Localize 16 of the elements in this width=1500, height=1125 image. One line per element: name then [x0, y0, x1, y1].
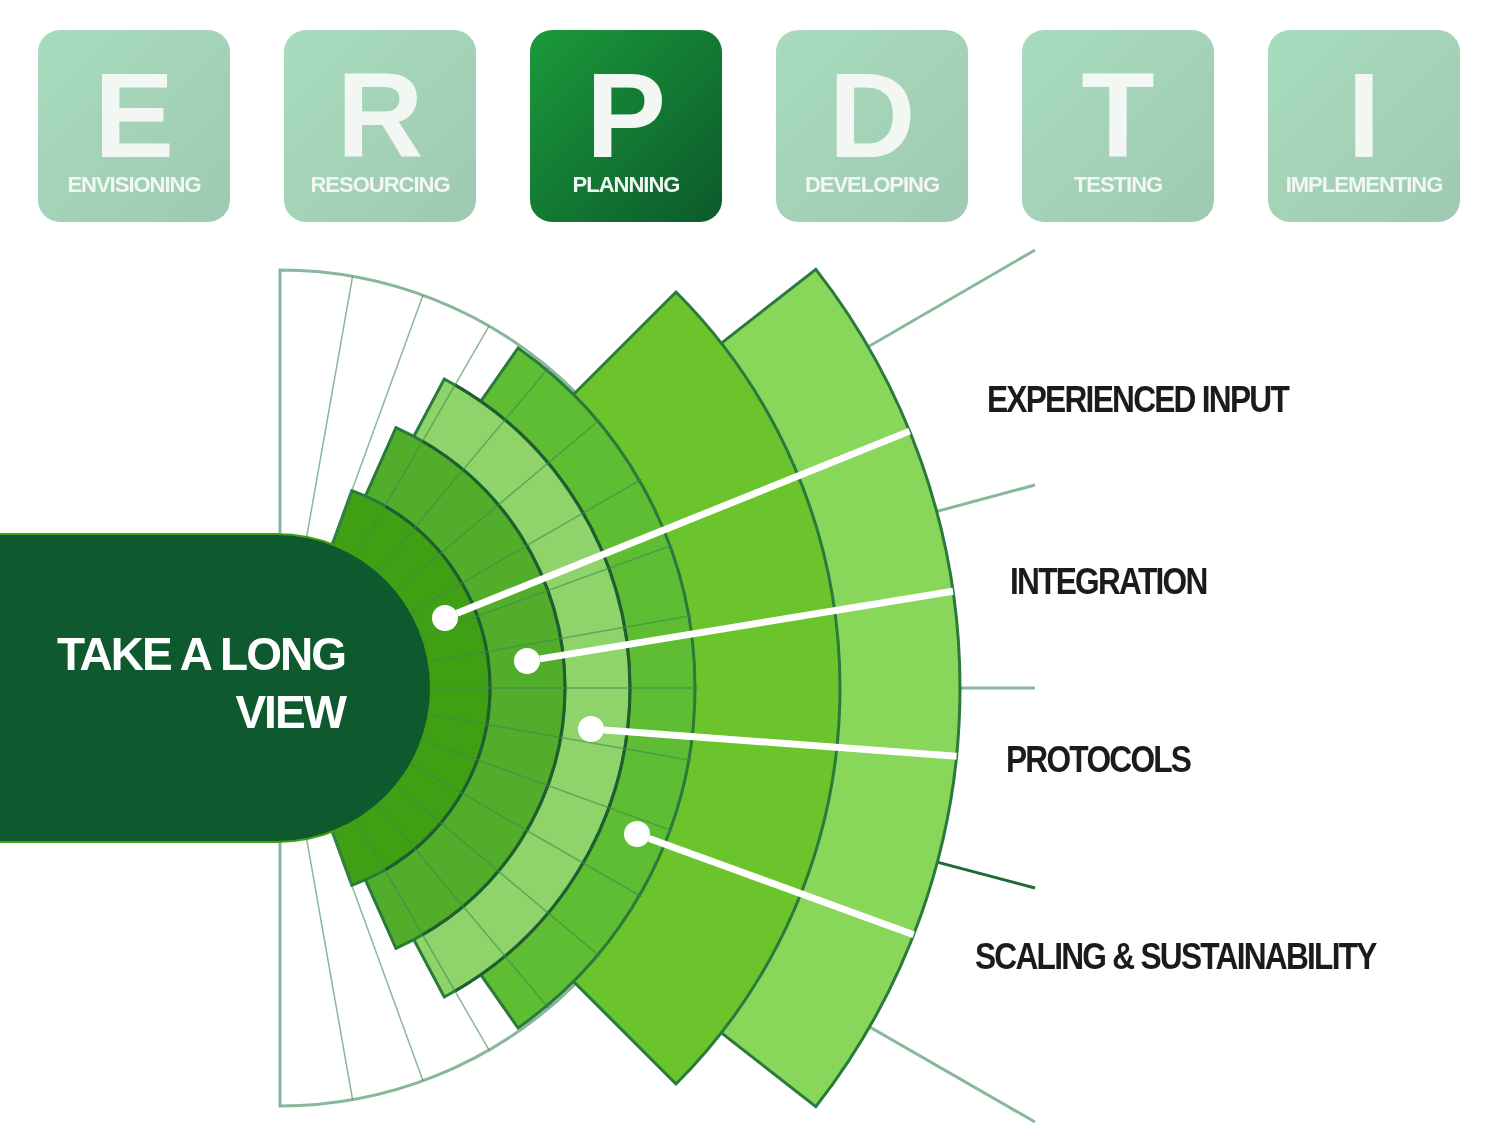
stage-card	[776, 30, 968, 222]
label-text: INTEGRATION	[1010, 560, 1207, 604]
stage-card	[1268, 30, 1460, 222]
label-text: PROTOCOLS	[1006, 738, 1191, 782]
leader-line	[603, 726, 957, 760]
stage-card	[38, 30, 230, 222]
pill-shape	[0, 533, 432, 843]
leader-line	[539, 587, 954, 663]
stage-card	[530, 30, 722, 222]
leader-line	[455, 427, 911, 617]
stage-card	[284, 30, 476, 222]
heading-text: TAKE A LONG VIEW	[55, 627, 345, 740]
label-text: EXPERIENCED INPUT	[987, 378, 1289, 422]
leader-line	[648, 835, 915, 938]
label-text: SCALING & SUSTAINABILITY	[975, 935, 1376, 979]
stage-card	[1022, 30, 1214, 222]
